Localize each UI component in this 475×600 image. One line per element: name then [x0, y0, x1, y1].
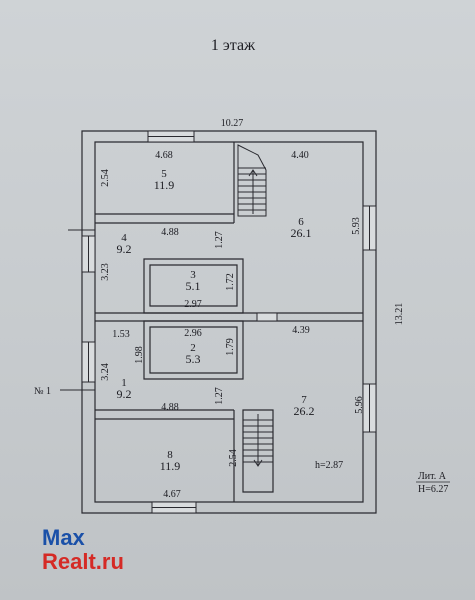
room-5-number: 5: [161, 168, 167, 180]
entrance-marker: [60, 229, 95, 391]
floor-title: 1 этаж: [211, 37, 256, 54]
dim-r5-width: 4.68: [155, 150, 173, 161]
room-1-number: 1: [121, 377, 127, 389]
room-4-area: 9.2: [117, 242, 132, 256]
dim-r4-depth: 3.23: [100, 263, 111, 281]
dim-r2-depth-right: 1.79: [225, 338, 236, 356]
room-7-number: 7: [301, 394, 307, 406]
dim-r7-depth: 5.96: [354, 396, 365, 414]
staircase-upper: [237, 144, 267, 217]
watermark-line1: Max: [42, 525, 85, 550]
windows: [81, 130, 377, 514]
lit-height: H=6.27: [418, 484, 448, 495]
dim-r1-width: 4.88: [161, 402, 179, 413]
room-3-area: 5.1: [186, 279, 201, 293]
dim-r7-width: 4.39: [292, 325, 310, 336]
room-5-area: 11.9: [154, 178, 175, 192]
dim-r6-width: 4.40: [291, 150, 309, 161]
dim-r3-width: 2.97: [184, 299, 202, 310]
dim-r6-depth: 5.93: [351, 217, 362, 235]
total-width: 10.27: [221, 118, 244, 129]
dim-r1-depth2: 1.27: [214, 387, 225, 405]
dim-r1-width-top: 1.53: [112, 329, 130, 340]
room-8-number: 8: [167, 449, 173, 461]
room-4-number: 4: [121, 232, 127, 244]
room-dimensions: 4.68 2.54 4.40 5.93 4.88 3.23 1.27 2.97 …: [100, 150, 365, 500]
room-7-area: 26.2: [294, 404, 315, 418]
staircase-lower: [243, 414, 273, 467]
room-labels: 5 11.9 6 26.1 4 9.2 3 5.1 2 5.3 1 9.2 7 …: [117, 168, 315, 473]
dim-r2-depth-left: 1.98: [134, 346, 145, 364]
watermark-logo: Max Realt.ru: [42, 526, 124, 574]
dim-r5-depth: 2.54: [100, 169, 111, 187]
room-1-area: 9.2: [117, 387, 132, 401]
entrance-label: № 1: [34, 386, 51, 397]
dim-r2-width: 2.96: [184, 328, 202, 339]
watermark-line2: Realt.ru: [42, 549, 124, 574]
lit-label: Лит. А: [418, 471, 447, 482]
dim-r4-depth2: 1.27: [214, 231, 225, 249]
room-2-number: 2: [190, 342, 196, 354]
total-depth: 13.21: [394, 303, 405, 326]
dim-r8-depth: 2.54: [228, 449, 239, 467]
room-6-number: 6: [298, 216, 304, 228]
room-6-area: 26.1: [291, 226, 312, 240]
dim-r8-width: 4.67: [163, 489, 181, 500]
interior-walls: [95, 142, 363, 502]
room-3-number: 3: [190, 269, 196, 281]
room-8-area: 11.9: [160, 459, 181, 473]
dim-r1-depth: 3.24: [100, 363, 111, 381]
ceiling-height: h=2.87: [315, 460, 343, 471]
dim-r3-depth: 1.72: [225, 273, 236, 291]
dim-r4-width: 4.88: [161, 227, 179, 238]
room-2-area: 5.3: [186, 352, 201, 366]
